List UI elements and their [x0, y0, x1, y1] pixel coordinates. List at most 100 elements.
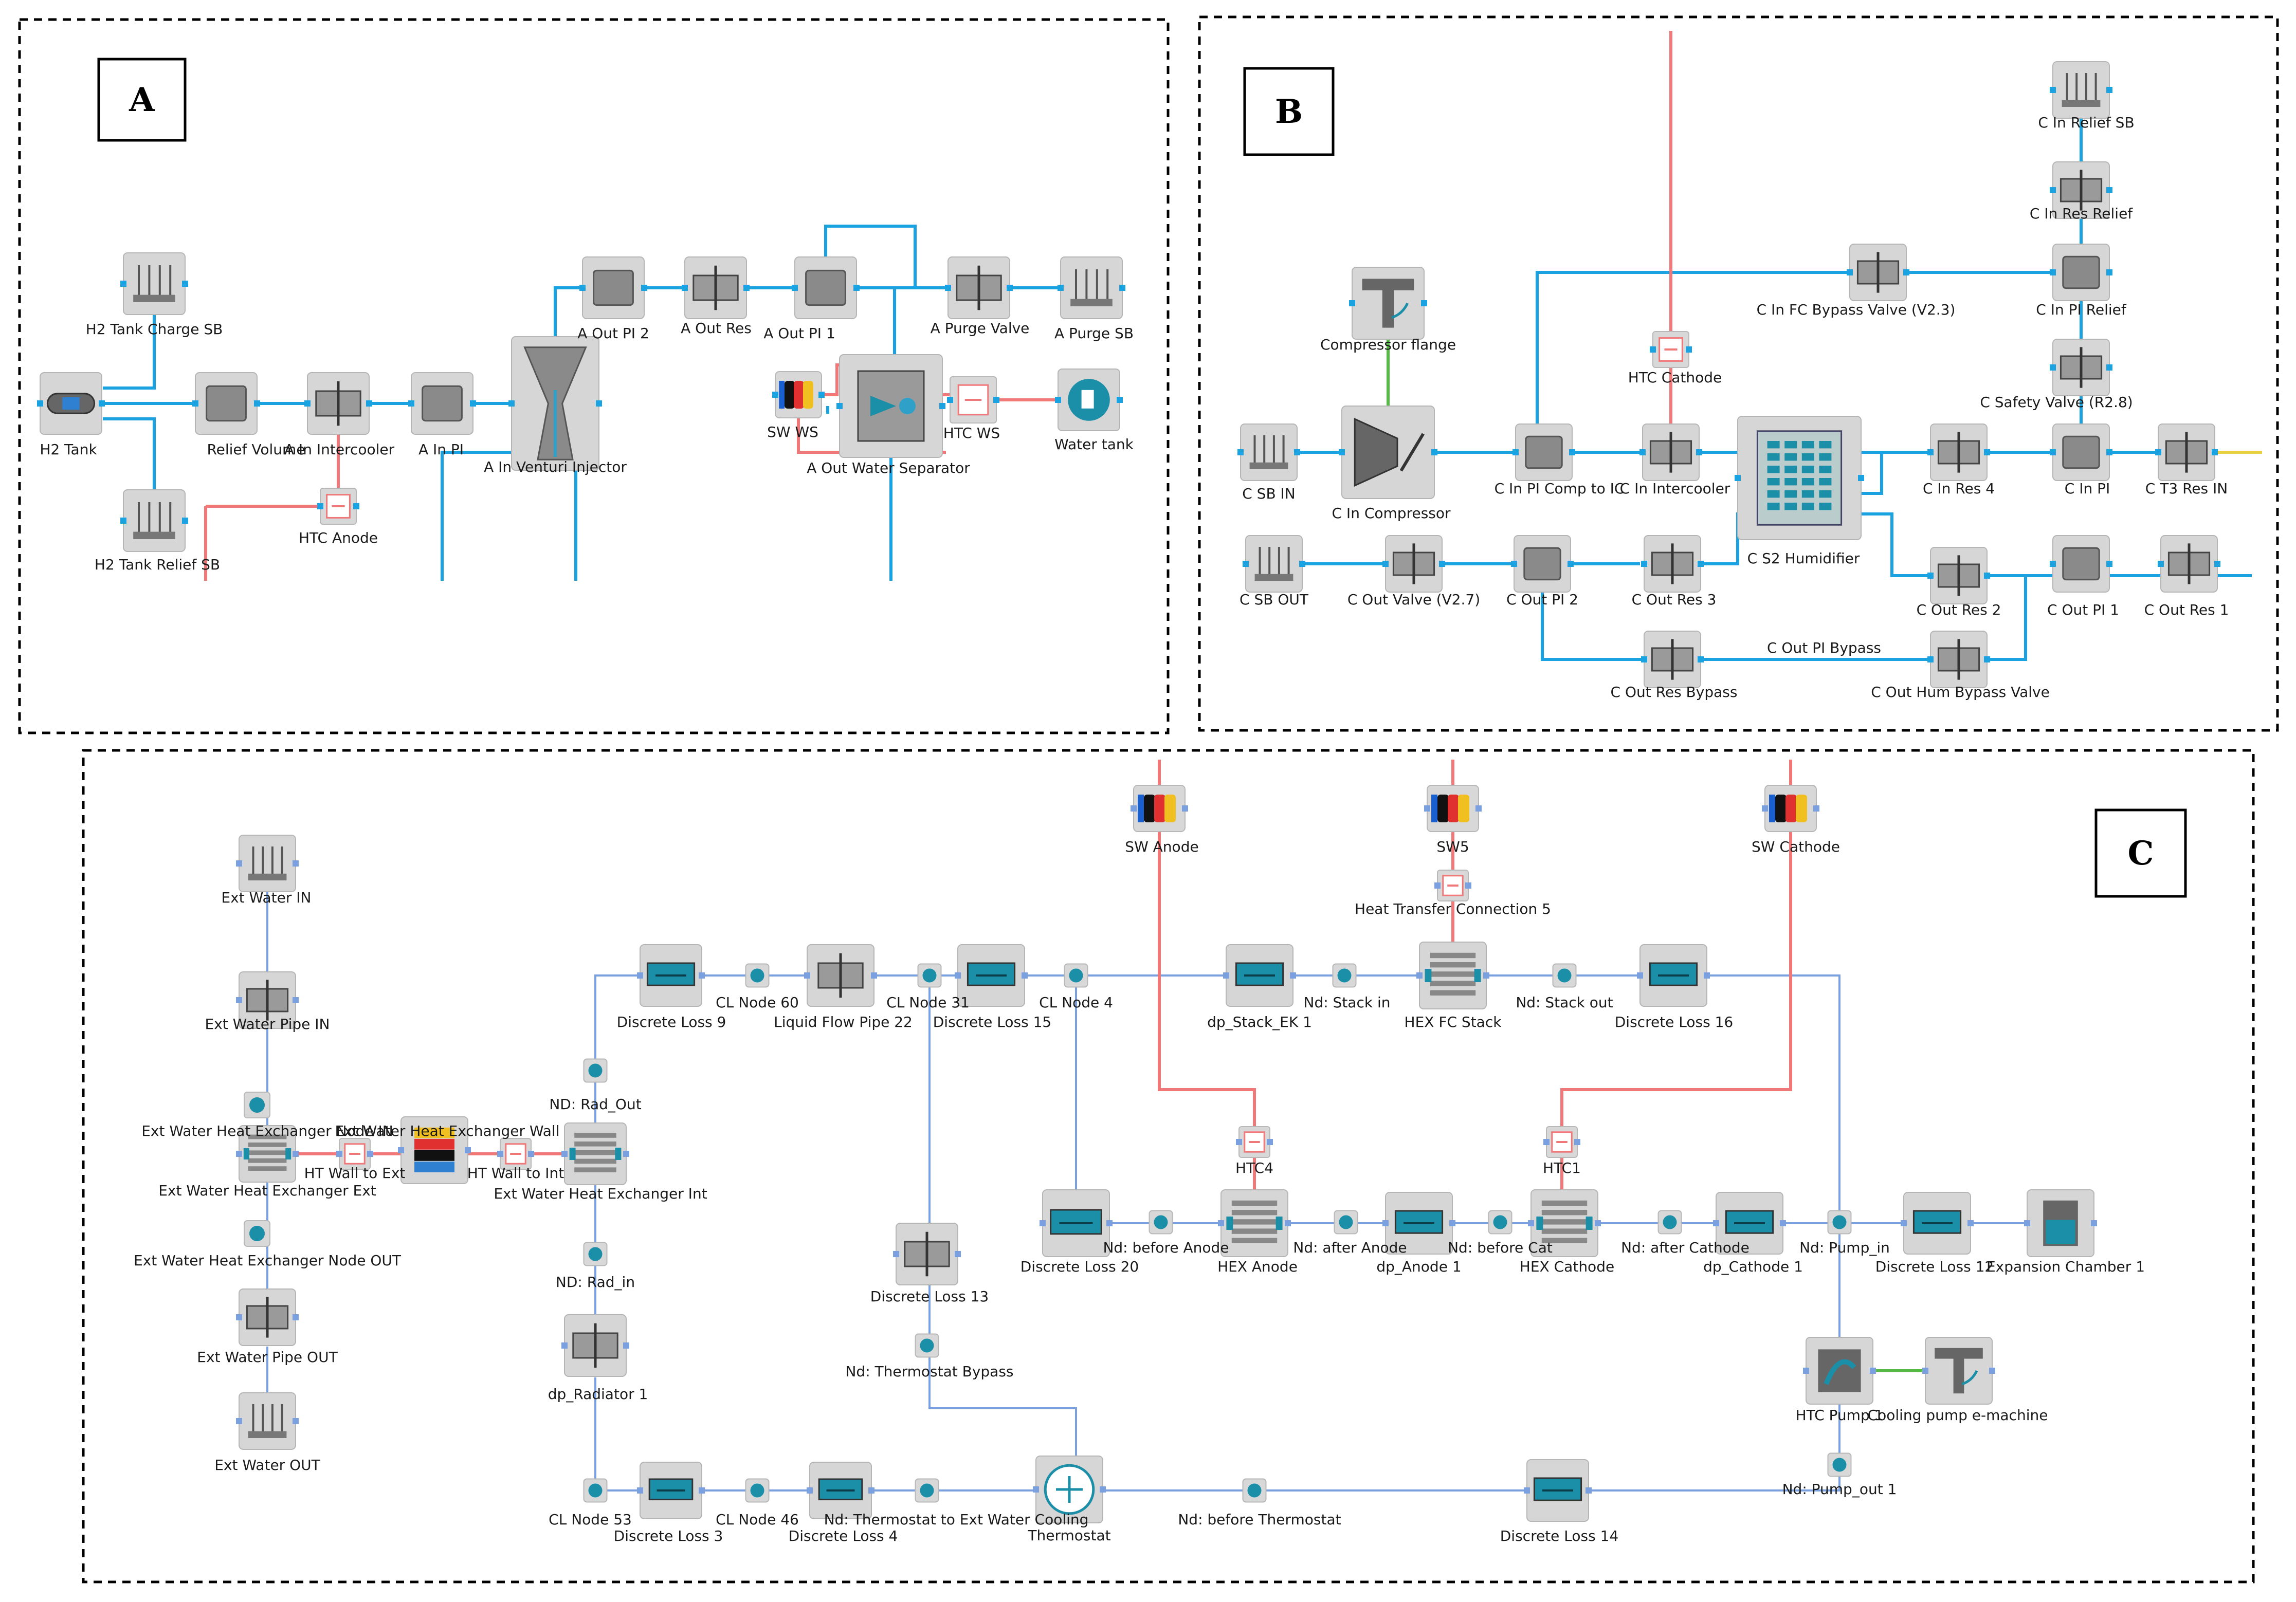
a-out-pi1[interactable] [792, 256, 860, 319]
cl-node31[interactable] [917, 963, 942, 988]
htc4[interactable] [1236, 1126, 1273, 1158]
nd-before-thermostat[interactable] [1242, 1478, 1267, 1503]
htc-cathode[interactable] [1650, 331, 1692, 368]
c-in-pi-comp[interactable] [1513, 423, 1575, 481]
dp-anode1[interactable] [1382, 1192, 1455, 1255]
a-in-pi[interactable] [408, 372, 476, 435]
c-out-hum-bypass[interactable] [1927, 631, 1990, 688]
hex-fc-stack[interactable] [1416, 942, 1489, 1009]
c-sb-out[interactable] [1243, 535, 1305, 593]
h2-tank-charge-sb[interactable] [120, 252, 188, 315]
nd-pump-out1[interactable] [1827, 1452, 1852, 1477]
ext-water-pipe-out[interactable] [236, 1288, 299, 1346]
c-out-res1[interactable] [2158, 535, 2220, 593]
discrete-loss13[interactable] [893, 1223, 961, 1285]
a-out-pi2[interactable] [579, 256, 647, 319]
c-in-pi-relief[interactable] [2050, 244, 2112, 301]
hex-anode[interactable] [1218, 1189, 1291, 1257]
htc-anode[interactable] [317, 488, 359, 525]
ext-whx-int[interactable] [561, 1122, 629, 1185]
c-in-res4[interactable] [1927, 423, 1990, 481]
component-label: C SB OUT [1240, 591, 1309, 608]
component-label: A Out PI 1 [763, 325, 835, 342]
c-out-valve[interactable] [1382, 535, 1445, 593]
dp-stack-ek1[interactable] [1223, 944, 1296, 1007]
h2-tank[interactable] [37, 372, 105, 435]
discrete-loss14[interactable] [1524, 1459, 1592, 1522]
cooling-pump-emachine[interactable] [1922, 1337, 1995, 1405]
hex-cathode[interactable] [1528, 1189, 1601, 1257]
nd-pump-in[interactable] [1827, 1210, 1852, 1235]
nd-rad-in[interactable] [583, 1242, 608, 1266]
ext-whx-ext[interactable] [236, 1125, 299, 1183]
c-out-pi2[interactable] [1511, 535, 1574, 593]
thermostat[interactable] [1033, 1456, 1106, 1523]
h2-tank-relief-sb[interactable] [120, 489, 188, 552]
htc1[interactable] [1543, 1126, 1580, 1158]
nd-rad-out[interactable] [583, 1058, 608, 1083]
cl-node46[interactable] [745, 1478, 770, 1503]
nd-after-anode[interactable] [1334, 1210, 1358, 1235]
nd-before-cat[interactable] [1488, 1210, 1513, 1235]
a-out-res[interactable] [682, 256, 750, 319]
water-tank[interactable] [1055, 369, 1123, 431]
c-out-res3[interactable] [1641, 535, 1704, 593]
sw5[interactable] [1424, 785, 1482, 832]
discrete-loss3[interactable] [637, 1462, 705, 1519]
ext-whx-node-out[interactable] [244, 1220, 270, 1247]
ht-wall-to-ext[interactable] [336, 1138, 373, 1170]
ht-wall-to-int[interactable] [497, 1138, 534, 1170]
ext-water-out[interactable] [236, 1392, 299, 1450]
c-safety-valve[interactable] [2050, 339, 2112, 396]
c-out-res-bypass[interactable] [1641, 631, 1704, 688]
restriction-icon [1930, 423, 1988, 481]
a-in-intercooler[interactable] [304, 372, 372, 435]
a-out-water-sep[interactable] [836, 354, 945, 458]
cl-node4[interactable] [1064, 963, 1088, 988]
nd-thermo-ext[interactable] [915, 1478, 939, 1503]
ext-whx-wall[interactable] [398, 1116, 471, 1184]
a-in-venturi[interactable] [508, 336, 602, 471]
c-in-fc-bypass[interactable] [1847, 244, 1909, 301]
nd-thermo-bypass[interactable] [915, 1333, 939, 1358]
htc-ws[interactable] [947, 376, 999, 423]
compressor-flange[interactable] [1349, 267, 1427, 340]
c-in-compressor[interactable] [1339, 406, 1437, 499]
c-s2-humidifier[interactable] [1735, 416, 1864, 540]
expansion-chamber1[interactable] [2024, 1189, 2097, 1257]
liquid-flow-pipe22[interactable] [804, 944, 877, 1007]
dp-radiator1[interactable] [561, 1314, 629, 1377]
discrete-loss12[interactable] [1901, 1192, 1974, 1255]
htc-pump1[interactable] [1803, 1337, 1876, 1405]
ext-whx-node-in[interactable] [244, 1092, 270, 1118]
ext-water-pipe-in[interactable] [236, 971, 299, 1029]
a-purge-sb[interactable] [1058, 256, 1125, 319]
nd-after-cathode[interactable] [1657, 1210, 1682, 1235]
cl-node53[interactable] [583, 1478, 608, 1503]
discrete-loss4[interactable] [807, 1462, 874, 1519]
discrete-loss9[interactable] [637, 944, 705, 1007]
nd-stack-out[interactable] [1552, 963, 1577, 988]
sw-cathode[interactable] [1762, 785, 1819, 832]
a-purge-valve[interactable] [945, 256, 1013, 319]
discrete-loss20[interactable] [1040, 1189, 1113, 1257]
c-in-intercooler[interactable] [1639, 423, 1702, 481]
c-t3-res-in[interactable] [2155, 423, 2218, 481]
c-in-relief-sb[interactable] [2050, 61, 2112, 119]
nd-stack-in[interactable] [1332, 963, 1357, 988]
sw-anode[interactable] [1131, 785, 1188, 832]
htc5[interactable] [1434, 870, 1471, 901]
c-in-res-relief[interactable] [2050, 161, 2112, 219]
c-in-pi[interactable] [2050, 423, 2112, 481]
sw-ws[interactable] [772, 371, 825, 418]
cl-node60[interactable] [745, 963, 770, 988]
ext-water-in[interactable] [236, 835, 299, 892]
discrete-loss16[interactable] [1637, 944, 1710, 1007]
dp-cathode1[interactable] [1713, 1192, 1786, 1255]
c-out-pi1[interactable] [2050, 535, 2112, 593]
c-out-res2[interactable] [1927, 547, 1990, 604]
relief-volume[interactable] [192, 372, 260, 435]
nd-before-anode[interactable] [1149, 1210, 1173, 1235]
c-sb-in[interactable] [1237, 423, 1300, 481]
discrete-loss15[interactable] [955, 944, 1028, 1007]
